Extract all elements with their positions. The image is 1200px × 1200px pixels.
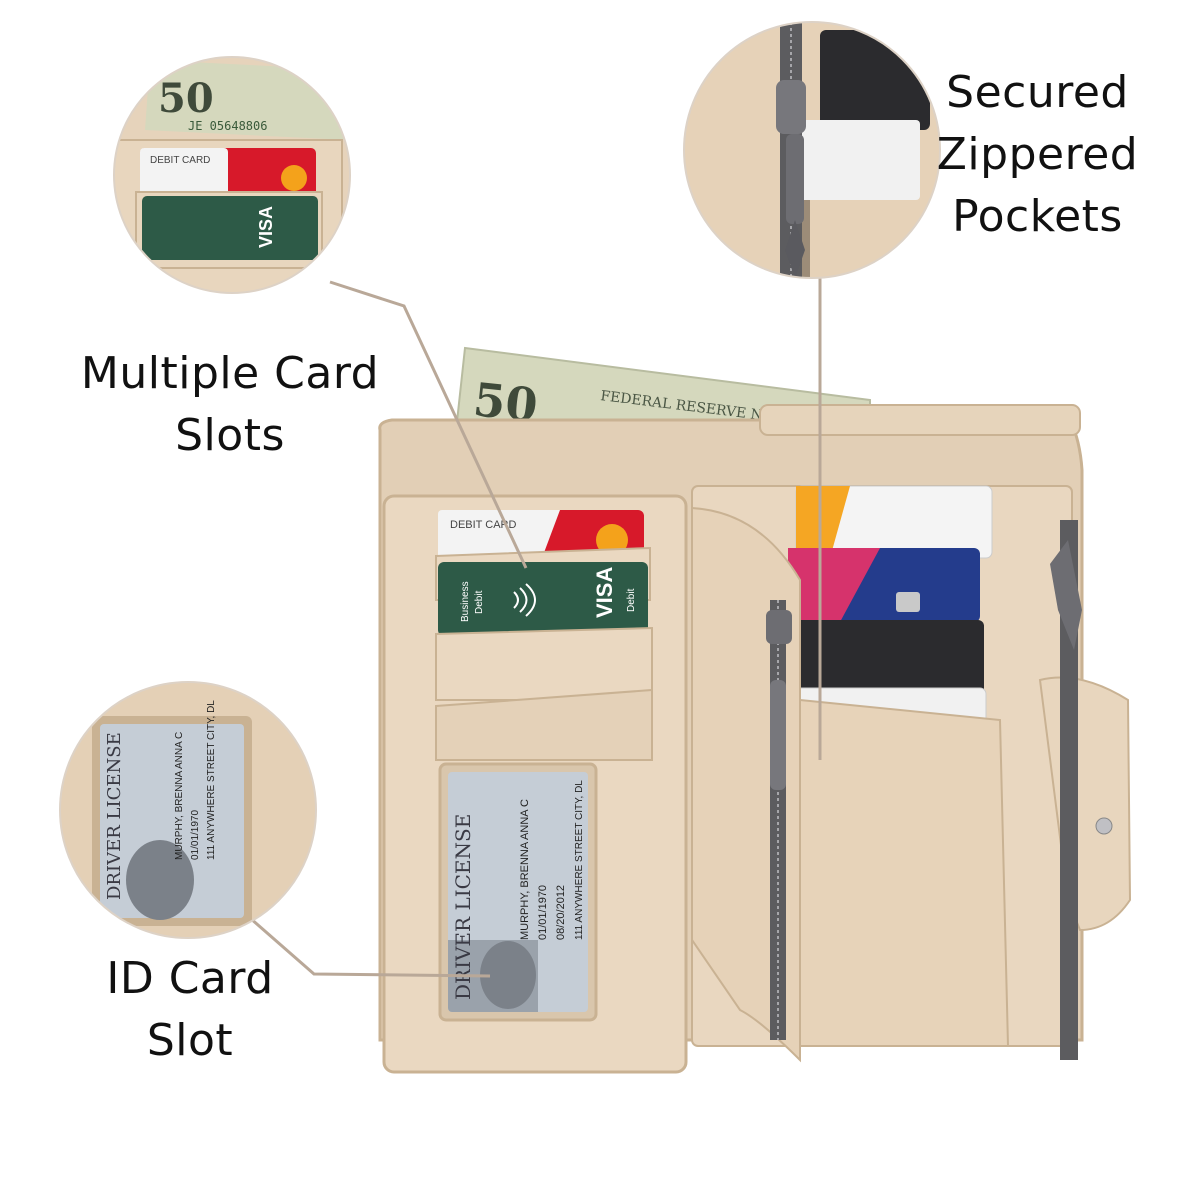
id-issued: 08/20/2012 — [555, 885, 567, 940]
callout-lines — [249, 276, 822, 978]
callout-id-card-slot: ID Card Slot — [70, 948, 310, 1072]
zoom-card-slots: 50 JE 05648806 DEBIT CARD VISA — [113, 56, 351, 294]
card-slots-connector — [329, 280, 528, 569]
callout-line: Secured — [946, 67, 1129, 118]
snap-button — [1095, 817, 1113, 835]
callout-line: Multiple Card — [80, 348, 380, 399]
callout-line: Slots — [175, 410, 285, 461]
business-line1: Business — [460, 581, 471, 622]
zoom-zipper-pocket — [683, 21, 941, 279]
callout-line: ID Card — [106, 953, 274, 1004]
zoom-id-dob: 01/01/1970 — [190, 810, 201, 860]
zoom-bill-denomination: 50 — [158, 75, 214, 122]
zoom-id-address: 111 ANYWHERE STREET CITY, DL — [206, 700, 217, 860]
id-address: 111 ANYWHERE STREET CITY, DL — [574, 780, 585, 940]
callout-line: Pockets — [952, 191, 1123, 242]
callout-line: Zippered — [936, 129, 1139, 180]
zipper — [766, 600, 792, 1040]
visa-business-card: VISA Debit Business Debit — [438, 562, 648, 636]
id-title: DRIVER LICENSE — [451, 814, 475, 1000]
visa-brand: VISA — [592, 567, 617, 618]
id-name: MURPHY, BRENNA ANNA C — [519, 799, 531, 940]
callout-secured-zippered-pockets: Secured Zippered Pockets — [925, 62, 1150, 248]
zoom-debit-label: DEBIT CARD — [150, 155, 210, 166]
id-card-window: DRIVER LICENSE MURPHY, BRENNA ANNA C 01/… — [448, 772, 588, 1012]
callout-multiple-card-slots: Multiple Card Slots — [70, 343, 390, 467]
callout-line: Slot — [146, 1015, 234, 1066]
zoom-bill-serial: JE 05648806 — [188, 119, 267, 133]
side-zipper — [1060, 520, 1078, 1060]
visa-sub: Debit — [626, 588, 637, 612]
id-dob: 01/01/1970 — [537, 885, 549, 940]
id-slot-connector — [249, 916, 491, 978]
zoom-id-title: DRIVER LICENSE — [104, 732, 125, 900]
wallet: 50 FEDERAL RESERVE NOTE 50 JE 05648806 D… — [378, 346, 1132, 1074]
zoom-id-slot: DRIVER LICENSE MURPHY, BRENNA ANNA C 01/… — [59, 681, 317, 939]
zoom-id-name: MURPHY, BRENNA ANNA C — [174, 732, 185, 860]
business-line2: Debit — [474, 590, 485, 614]
zoom-visa-brand: VISA — [256, 206, 276, 248]
debit-card-label: DEBIT CARD — [450, 519, 516, 531]
